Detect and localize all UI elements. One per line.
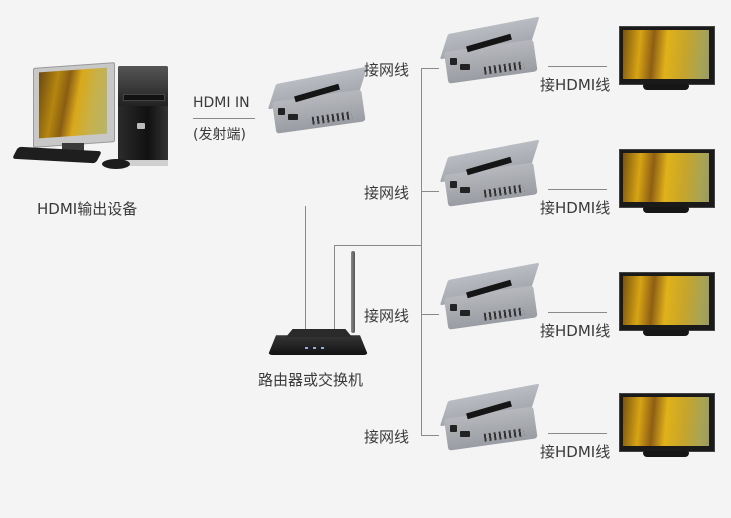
hdmi-cable-line — [548, 189, 607, 190]
network-cable-label: 接网线 — [364, 184, 410, 202]
hdmi-port — [460, 431, 470, 437]
tv-screen — [623, 276, 709, 325]
pc-drive-bay — [123, 94, 165, 101]
mouse-icon — [102, 159, 130, 169]
ethernet-port — [450, 58, 457, 65]
hdmi-cable-line — [548, 312, 607, 313]
tv-screen — [623, 397, 709, 446]
receiver-device — [439, 16, 540, 88]
receiver-device — [439, 262, 540, 334]
hdmi-cable-label: 接HDMI线 — [540, 322, 611, 340]
network-cable-label: 接网线 — [364, 307, 410, 325]
hdmi-port — [460, 187, 470, 193]
tv-screen — [623, 153, 709, 202]
tv-stand — [643, 330, 689, 336]
ethernet-port — [450, 181, 457, 188]
tv-screen — [623, 30, 709, 79]
hdmi-port — [460, 310, 470, 316]
ethernet-port — [278, 108, 285, 115]
tv-icon — [619, 393, 715, 459]
tv-icon — [619, 272, 715, 338]
hdmi-cable-line — [548, 66, 607, 67]
hdmi-cable-label: 接HDMI线 — [540, 199, 611, 217]
hdmi-cable-line — [548, 433, 607, 434]
tv-stand — [643, 451, 689, 457]
hdmi-port — [460, 64, 470, 70]
hdmi-port — [288, 114, 298, 120]
transmitter-label: (发射端) — [193, 127, 246, 143]
source-device-label: HDMI输出设备 — [37, 200, 138, 218]
transmitter-to-router-line — [305, 206, 306, 330]
router-to-bus-line — [334, 245, 422, 246]
tv-stand — [643, 207, 689, 213]
ethernet-port — [450, 425, 457, 432]
network-branch-line — [421, 435, 439, 436]
hdmi-cable-label: 接HDMI线 — [540, 76, 611, 94]
hdmi-in-line — [193, 118, 255, 119]
pc-tower-base — [118, 160, 168, 166]
receiver-device — [439, 139, 540, 211]
hdmi-in-label: HDMI IN — [193, 95, 250, 111]
transmitter-device — [267, 66, 368, 138]
pc-logo — [137, 123, 145, 129]
ethernet-port — [450, 304, 457, 311]
monitor-screen — [39, 67, 107, 139]
keyboard-icon — [12, 146, 102, 164]
tv-icon — [619, 149, 715, 215]
antenna — [351, 251, 355, 333]
hdmi-cable-label: 接HDMI线 — [540, 443, 611, 461]
tv-icon — [619, 26, 715, 92]
network-branch-line — [421, 191, 439, 192]
router-label: 路由器或交换机 — [258, 371, 364, 389]
network-branch-line — [421, 68, 439, 69]
network-cable-label: 接网线 — [364, 61, 410, 79]
network-bus-line — [421, 68, 422, 435]
network-branch-line — [421, 314, 439, 315]
receiver-device — [439, 383, 540, 455]
tv-stand — [643, 84, 689, 90]
router-uplink-line — [334, 245, 335, 330]
network-cable-label: 接网线 — [364, 428, 410, 446]
router-leds — [305, 347, 327, 349]
